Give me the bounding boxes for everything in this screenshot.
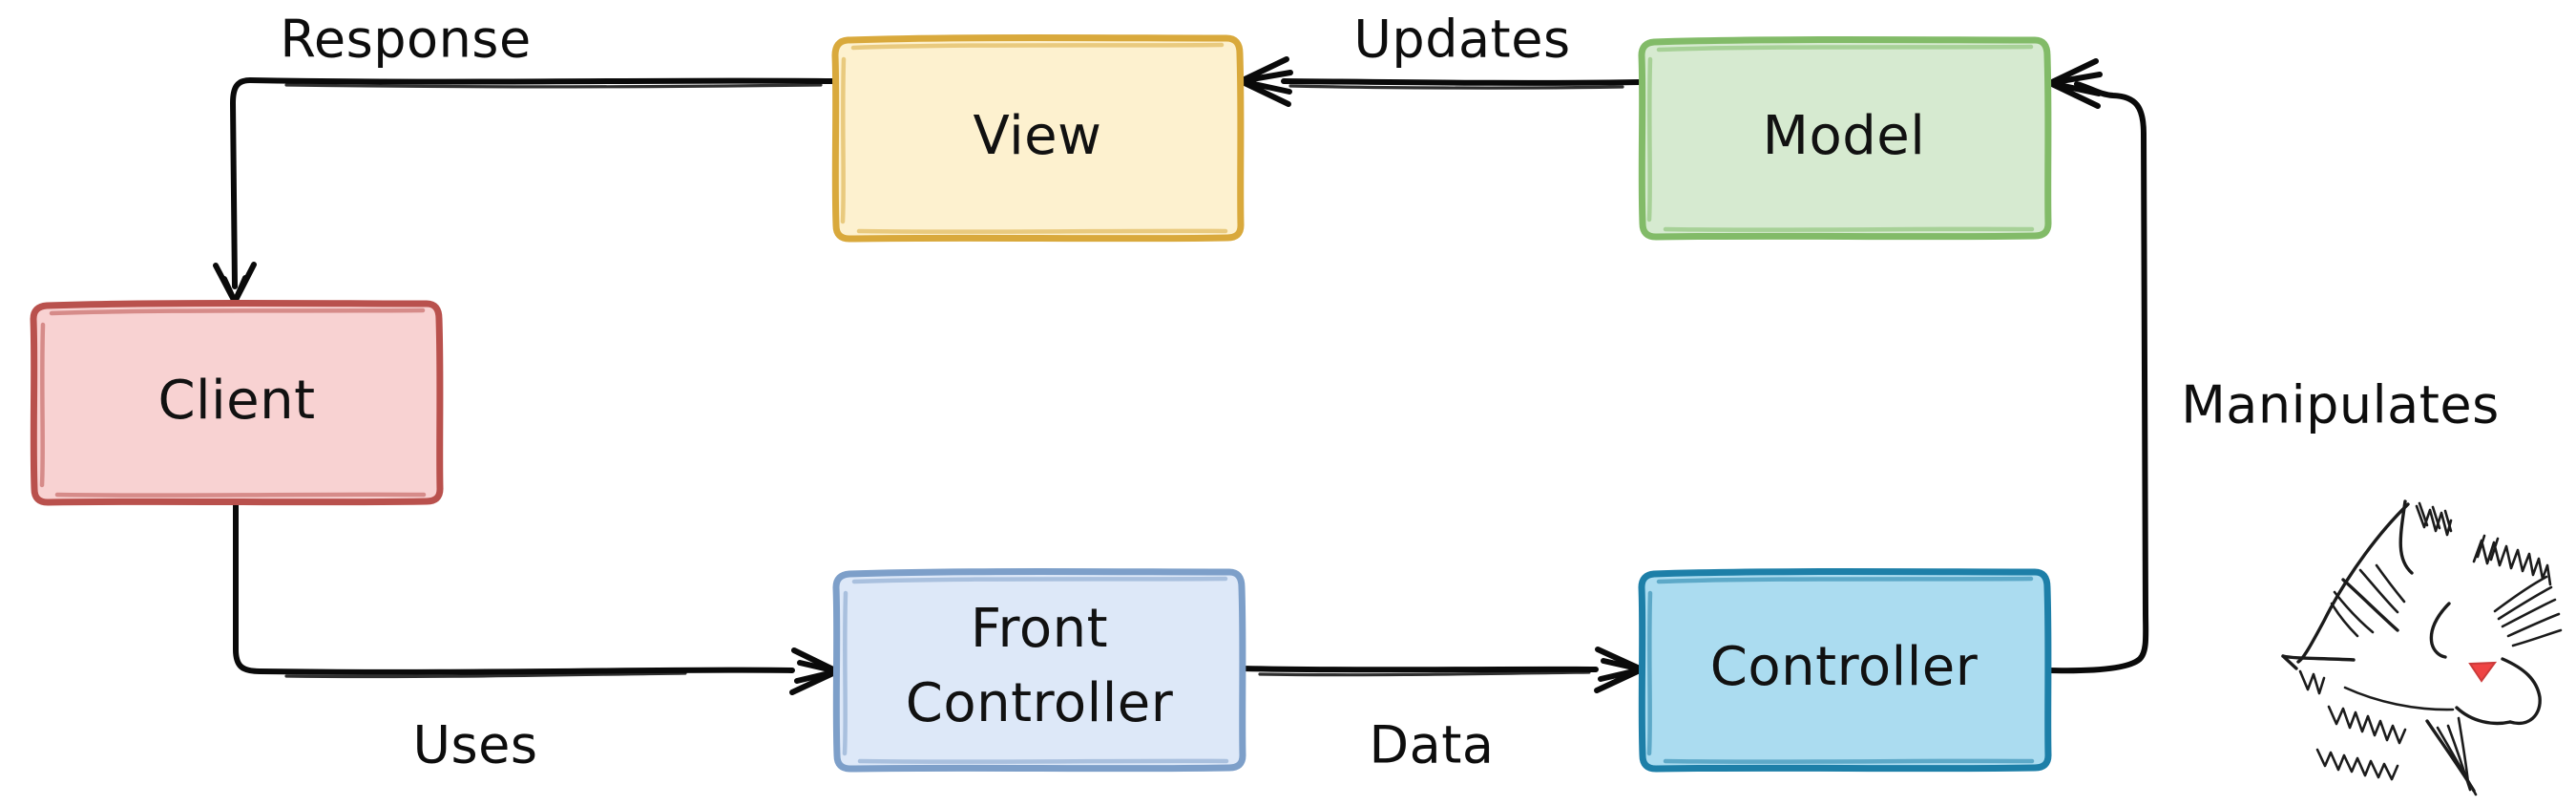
- cat-face-sketch: [2281, 499, 2563, 796]
- node-controller[interactable]: Controller: [1638, 568, 2052, 773]
- edge-label-uses: Uses: [412, 715, 537, 775]
- edge-manipulates[interactable]: [2046, 58, 2149, 674]
- node-label-model: Model: [1763, 105, 1926, 167]
- edge-uses[interactable]: [233, 501, 840, 695]
- node-label-client: Client: [157, 370, 315, 432]
- node-label-front-controller-line1: Front: [971, 598, 1108, 660]
- node-label-controller: Controller: [1710, 636, 1979, 698]
- node-label-view: View: [974, 105, 1102, 167]
- cat-nose: [2468, 661, 2498, 683]
- node-view[interactable]: View: [831, 34, 1245, 243]
- edge-label-updates: Updates: [1353, 10, 1570, 70]
- node-client[interactable]: Client: [30, 300, 444, 506]
- node-label-front-controller-line2: Controller: [906, 672, 1174, 734]
- edge-label-manipulates: Manipulates: [2181, 375, 2500, 435]
- edge-label-data: Data: [1370, 715, 1495, 775]
- edge-label-response: Response: [280, 10, 531, 70]
- edge-response[interactable]: [213, 77, 838, 305]
- edge-data[interactable]: [1240, 647, 1644, 693]
- node-front-controller[interactable]: Front Controller: [832, 568, 1246, 773]
- node-model[interactable]: Model: [1638, 36, 2052, 241]
